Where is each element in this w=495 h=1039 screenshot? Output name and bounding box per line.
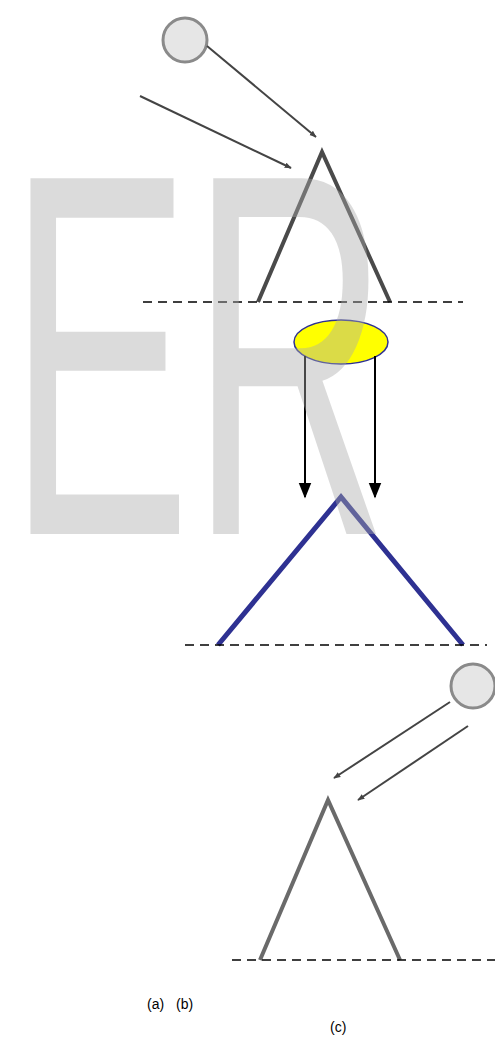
panel-label: (c): [330, 1020, 346, 1034]
ray-arrow: [334, 702, 450, 778]
roof-triangle: [260, 800, 400, 960]
panel-c: [232, 664, 495, 960]
panel-label: (a): [147, 997, 164, 1011]
sun-circle: [163, 18, 207, 62]
ground-line: [185, 644, 487, 646]
watermark: ER: [8, 97, 389, 614]
panel-label: (b): [176, 997, 193, 1011]
ray-arrow: [358, 726, 468, 800]
sun-circle: [451, 664, 495, 708]
ground-line: [232, 959, 495, 961]
